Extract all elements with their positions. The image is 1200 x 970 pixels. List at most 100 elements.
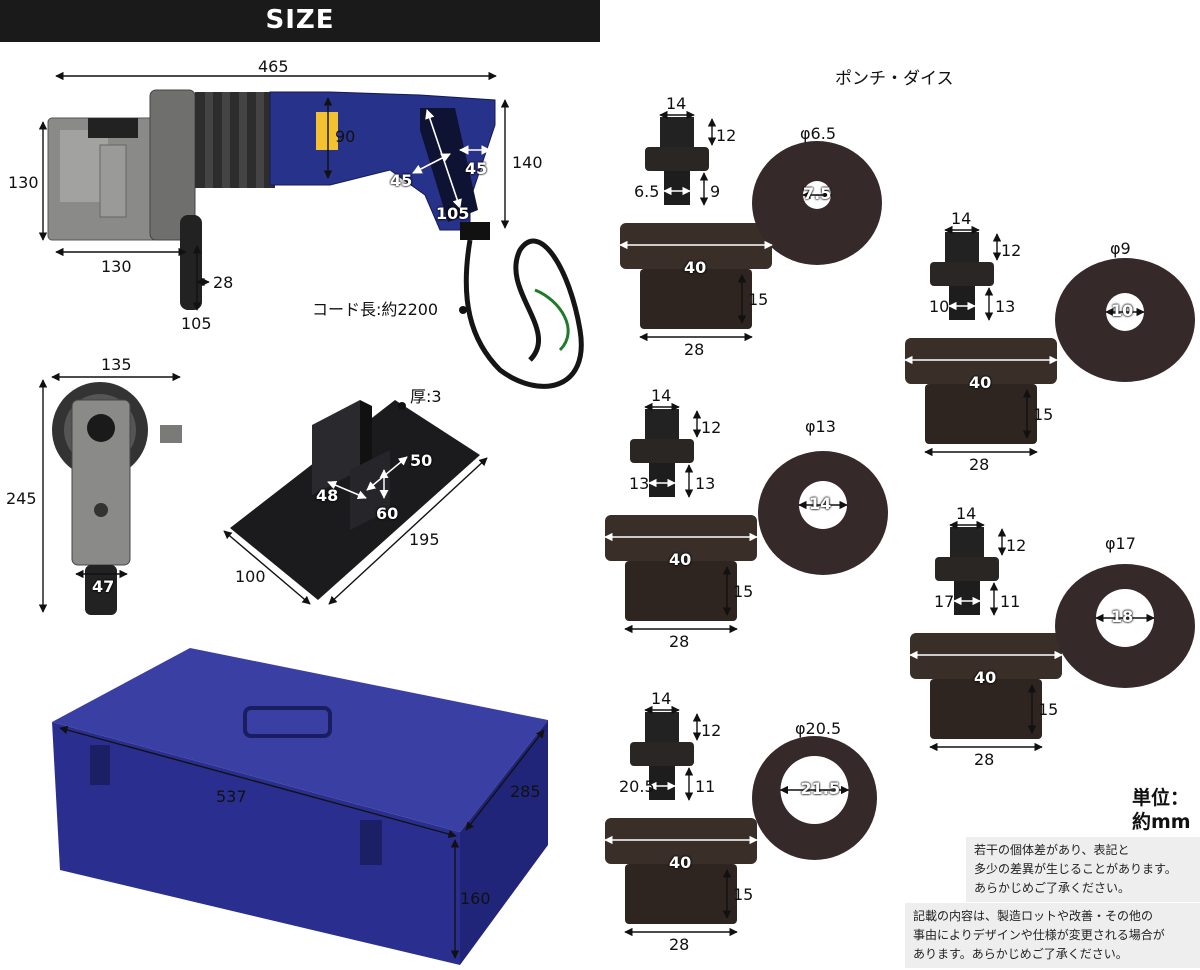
punch-top-label-2: 14 (651, 386, 672, 405)
punch-section-title: ポンチ・ダイス (835, 69, 954, 89)
punch-tip-label-1: 10 (929, 297, 950, 316)
set-label-2: φ13 (805, 417, 836, 436)
set-label-0: φ6.5 (800, 124, 836, 143)
punch-set-1 (904, 225, 1195, 457)
holder-body (925, 384, 1037, 444)
note1-line-2: 多少の差異が生じることがあります。 (974, 862, 1177, 876)
holder-base-label-3: 28 (974, 750, 995, 769)
set-label-4: φ20.5 (795, 719, 842, 738)
holder-base-label-2: 28 (669, 632, 690, 651)
punch-top-label-1: 14 (951, 209, 972, 228)
punch-tip (664, 171, 690, 205)
cord-pointer-dot (459, 306, 467, 314)
grip-diag-1-label: 45 (390, 171, 413, 190)
punch-set-3 (909, 520, 1195, 752)
punch-collar (930, 262, 994, 286)
grip-dimension-line-3 (425, 109, 462, 209)
punch-top-label-3: 14 (956, 504, 977, 523)
punch-top-label-0: 14 (666, 94, 687, 113)
holder-width-label-2: 40 (669, 550, 692, 569)
punch-tip-len-label-1: 13 (995, 297, 1016, 316)
plate-thickness-label: 厚:3 (410, 387, 442, 406)
front-view-dimension-lines (38, 372, 181, 613)
holder-body (930, 679, 1042, 739)
punch-die-sets (604, 110, 1195, 937)
punch-tip-label-2: 13 (629, 474, 650, 493)
case-length-label: 537 (216, 787, 247, 806)
set-label-3: φ17 (1105, 534, 1136, 553)
punch-head-label-1: 12 (1001, 241, 1022, 260)
case-depth-label: 285 (510, 782, 541, 801)
note1-line-1: 若干の個体差があり、表記と (974, 843, 1130, 857)
size-header: SIZE (0, 0, 600, 42)
die-hole-label-0: 7.5 (803, 184, 832, 203)
plate-length-label: 195 (409, 530, 440, 549)
punch-tip (649, 463, 675, 497)
unit-label: 単位： 約mm (1132, 786, 1191, 834)
punch-collar (935, 557, 999, 581)
punch-set-0 (619, 110, 882, 342)
punch-tip (954, 581, 980, 615)
tool-front-view (52, 382, 182, 615)
punch-tip-len-label-4: 11 (695, 777, 716, 796)
note1-line-3: あらかじめご了承ください。 (974, 881, 1131, 895)
note2-line-2: 事由によりデザインや仕様が変更される場合が (913, 928, 1165, 942)
plate-width-label: 100 (235, 567, 266, 586)
punch-set-4 (604, 705, 877, 937)
die-hole-label-2: 14 (809, 494, 832, 513)
punch-tip-len-label-3: 11 (1000, 592, 1021, 611)
plate-dim-60-label: 60 (376, 504, 399, 523)
front-base-width-label: 47 (92, 577, 115, 596)
holder-width-label-0: 40 (684, 258, 707, 277)
note-individual-difference: 若干の個体差があり、表記と 多少の差異が生じることがあります。 あらかじめご了承… (966, 837, 1200, 902)
holder-base-label-0: 28 (684, 340, 705, 359)
punch-tip-label-0: 6.5 (634, 182, 660, 201)
punch-shank (660, 117, 694, 147)
note2-line-1: 記載の内容は、製造ロットや改善・その他の (913, 909, 1154, 923)
punch-head-label-2: 12 (701, 418, 722, 437)
motor-height-label: 90 (335, 127, 356, 146)
punch-shank (950, 527, 984, 557)
side-handle-width-label: 28 (213, 273, 234, 292)
tool-height-label: 130 (8, 173, 39, 192)
holder-height-label-4: 15 (733, 885, 754, 904)
punch-top-label-4: 14 (651, 689, 672, 708)
punch-set-2 (604, 402, 888, 634)
holder-height-label-3: 15 (1038, 700, 1059, 719)
size-title: SIZE (265, 5, 335, 35)
holder-body (640, 269, 752, 329)
tool-dimension-lines (38, 71, 510, 311)
punch-tip-len-label-0: 9 (710, 182, 721, 201)
set-label-1: φ9 (1110, 239, 1131, 258)
side-handle-length-label: 105 (181, 314, 212, 333)
punch-collar (630, 439, 694, 463)
holder-body (625, 561, 737, 621)
punch-shank (645, 712, 679, 742)
punch-tip (949, 286, 975, 320)
punch-collar (645, 147, 709, 171)
case-height-label: 160 (460, 889, 491, 908)
plate-dimension-lines (223, 402, 488, 605)
holder-body (625, 864, 737, 924)
punch-shank (645, 409, 679, 439)
punch-shank (945, 232, 979, 262)
holder-height-label-1: 15 (1033, 405, 1054, 424)
punch-tip-label-3: 17 (934, 592, 955, 611)
front-height-label: 245 (6, 489, 37, 508)
punch-head-label-4: 12 (701, 721, 722, 740)
holder-base-label-4: 28 (669, 935, 690, 954)
base-length-label: 130 (101, 257, 132, 276)
punch-tip-len-label-2: 13 (695, 474, 716, 493)
tool-length-label: 465 (258, 57, 289, 76)
die-hole-label-1: 10 (1111, 301, 1134, 320)
front-width-label: 135 (101, 355, 132, 374)
holder-width-label-1: 40 (969, 373, 992, 392)
holder-base-label-1: 28 (969, 455, 990, 474)
grip-diag-2-label: 45 (465, 159, 488, 178)
cord-length-label: コード長:約2200 (312, 300, 439, 319)
die-hole-label-3: 18 (1111, 607, 1134, 626)
holder-height-label-0: 15 (748, 290, 769, 309)
punch-collar (630, 742, 694, 766)
